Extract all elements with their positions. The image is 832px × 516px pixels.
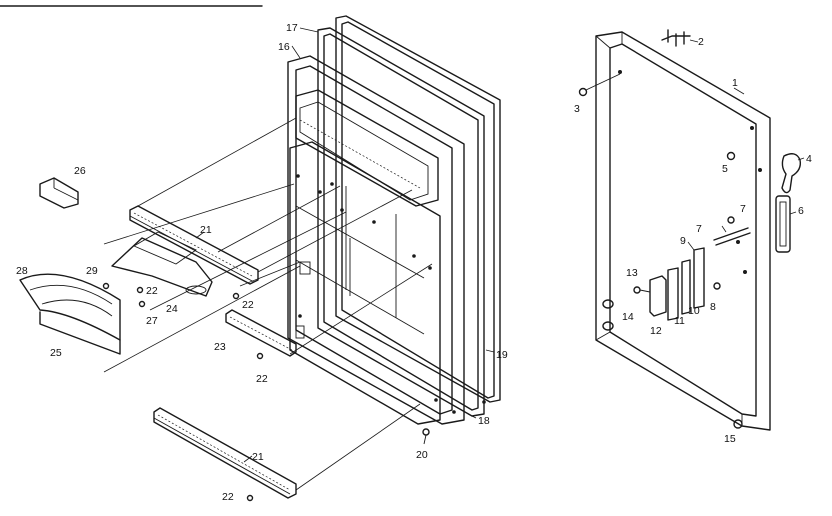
callout-26: 26 <box>74 165 86 177</box>
callout-24: 24 <box>166 303 178 315</box>
screw-22b <box>232 292 240 300</box>
callout-7a: 7 <box>740 203 746 215</box>
callout-22a: 22 <box>146 285 158 297</box>
callout-27: 27 <box>146 315 158 327</box>
screw-22c <box>256 352 264 360</box>
screw-5 <box>726 151 736 161</box>
liner-lower-bins <box>289 141 441 425</box>
liner-upper-shelf <box>295 89 439 207</box>
callout-21b: 21 <box>252 451 264 463</box>
screw-20 <box>422 428 430 445</box>
callout-15: 15 <box>724 433 736 445</box>
callout-labels: 1 2 3 4 5 6 7 7 8 9 10 11 12 13 14 15 16… <box>16 22 812 503</box>
door-gasket-17 <box>335 15 501 403</box>
shelf-plate-24 <box>111 231 213 297</box>
callout-17: 17 <box>286 22 298 34</box>
screw-29 <box>102 282 110 290</box>
latch-assembly <box>649 247 705 321</box>
top-hinge-pin <box>661 29 691 47</box>
door-liner-16 <box>287 55 465 425</box>
screw-22d <box>246 494 254 502</box>
screw-22a <box>136 286 144 294</box>
rod-7 <box>713 216 751 246</box>
callout-29: 29 <box>86 265 98 277</box>
callout-9: 9 <box>680 235 686 247</box>
callout-10: 10 <box>688 305 700 317</box>
callout-20: 20 <box>416 449 428 461</box>
callout-1: 1 <box>732 77 738 89</box>
callout-21a: 21 <box>200 224 212 236</box>
liner-screws <box>296 174 486 414</box>
door-outer-frame <box>595 31 771 431</box>
callout-8: 8 <box>710 301 716 313</box>
callout-22d: 22 <box>222 491 234 503</box>
door-trim-25 <box>19 273 121 355</box>
callout-19: 19 <box>496 349 508 361</box>
callout-22c: 22 <box>256 373 268 385</box>
part-26-clip <box>39 177 79 209</box>
callout-leaders <box>195 27 805 463</box>
callout-11: 11 <box>674 315 685 327</box>
callout-3: 3 <box>574 103 580 115</box>
callout-5: 5 <box>722 163 728 175</box>
screw-8 <box>713 282 721 290</box>
screw-13 <box>633 286 651 294</box>
callout-2: 2 <box>698 36 704 48</box>
callout-12: 12 <box>650 325 662 337</box>
assembly-lines <box>103 117 433 491</box>
callout-23: 23 <box>214 341 226 353</box>
hinge-bracket-4 <box>781 153 802 194</box>
screw-3 <box>578 73 621 97</box>
callout-22b: 22 <box>242 299 254 311</box>
callout-16: 16 <box>278 41 290 53</box>
callout-25: 25 <box>50 347 62 359</box>
screw-27 <box>138 300 146 308</box>
callout-14: 14 <box>622 311 634 323</box>
callout-13: 13 <box>626 267 638 279</box>
door-breaker-19 <box>317 27 485 417</box>
callout-4: 4 <box>806 153 812 165</box>
handle-bracket-6 <box>775 195 791 253</box>
shelf-bar-21-lower <box>153 407 297 499</box>
shelf-bar-23 <box>225 309 297 357</box>
shelf-bar-21-upper <box>129 205 259 285</box>
callout-6: 6 <box>798 205 804 217</box>
callout-28: 28 <box>16 265 28 277</box>
callout-18: 18 <box>478 415 490 427</box>
callout-7b: 7 <box>696 223 702 235</box>
